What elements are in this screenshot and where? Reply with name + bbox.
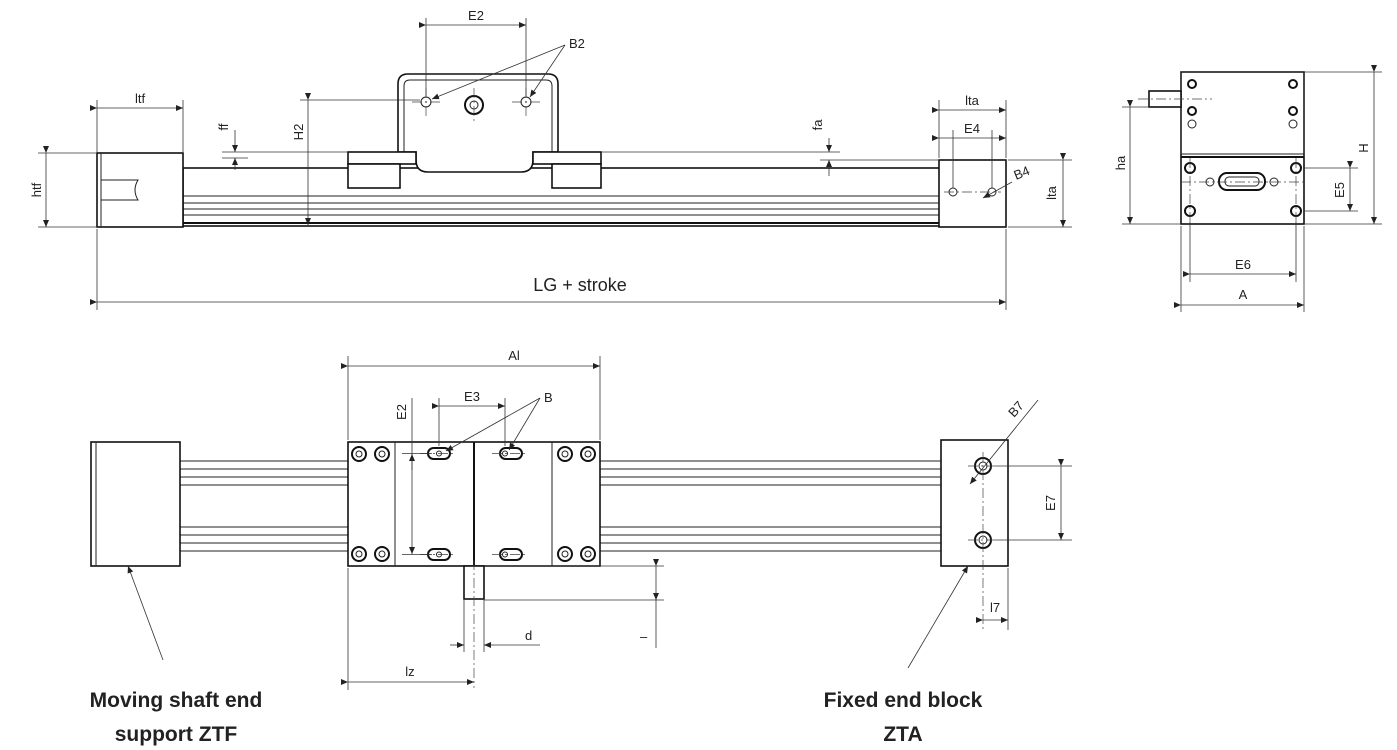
end-view: ha H E5 E6 A bbox=[1113, 65, 1382, 312]
label-h2: H2 bbox=[291, 124, 306, 141]
label-lta-top: lta bbox=[965, 93, 980, 108]
label-b: B bbox=[544, 390, 553, 405]
fixed-end-block-top bbox=[940, 439, 1009, 567]
fixed-end-block-side bbox=[938, 159, 1007, 228]
label-lta-side: lta bbox=[1044, 185, 1059, 200]
label-l7: l7 bbox=[990, 600, 1000, 615]
label-e6: E6 bbox=[1235, 257, 1251, 272]
moving-end-support-top bbox=[90, 441, 181, 567]
carriage-foot-right bbox=[551, 163, 602, 189]
label-e5: E5 bbox=[1332, 182, 1347, 198]
caption-fixed-line2: ZTA bbox=[883, 723, 922, 746]
label-e3: E3 bbox=[464, 389, 480, 404]
caption-moving-line2: support ZTF bbox=[115, 723, 238, 746]
label-e2-bottom: E2 bbox=[394, 404, 409, 420]
top-view: Al E3 B E2 B7 E7 l7 – bbox=[90, 348, 1072, 690]
label-b4: B4 bbox=[1012, 163, 1032, 183]
label-lz: lz bbox=[405, 664, 414, 679]
label-b7: B7 bbox=[1005, 398, 1027, 420]
label-ha: ha bbox=[1113, 155, 1128, 170]
carriage-screws bbox=[351, 446, 596, 562]
label-al: Al bbox=[508, 348, 520, 363]
label-l-dash: – bbox=[640, 629, 648, 644]
moving-end-support-side bbox=[96, 152, 184, 228]
label-ff: ff bbox=[216, 123, 231, 130]
carriage-foot-left bbox=[347, 163, 401, 189]
side-view: ltf E2 B2 H2 ff fa lta E4 bbox=[29, 8, 1072, 310]
caption-fixed-line1: Fixed end block bbox=[824, 689, 983, 712]
label-d: d bbox=[525, 628, 532, 643]
label-fa: fa bbox=[810, 119, 825, 131]
label-htf: htf bbox=[29, 182, 44, 197]
label-e2-top: E2 bbox=[468, 8, 484, 23]
label-h: H bbox=[1356, 143, 1371, 152]
end-view-body bbox=[1180, 71, 1305, 225]
label-e7: E7 bbox=[1043, 495, 1058, 511]
label-a: A bbox=[1239, 287, 1248, 302]
label-lg-stroke: LG + stroke bbox=[533, 275, 627, 295]
caption-moving-line1: Moving shaft end bbox=[90, 689, 263, 712]
label-e4: E4 bbox=[964, 121, 980, 136]
label-ltf: ltf bbox=[135, 91, 146, 106]
label-b2: B2 bbox=[569, 36, 585, 51]
